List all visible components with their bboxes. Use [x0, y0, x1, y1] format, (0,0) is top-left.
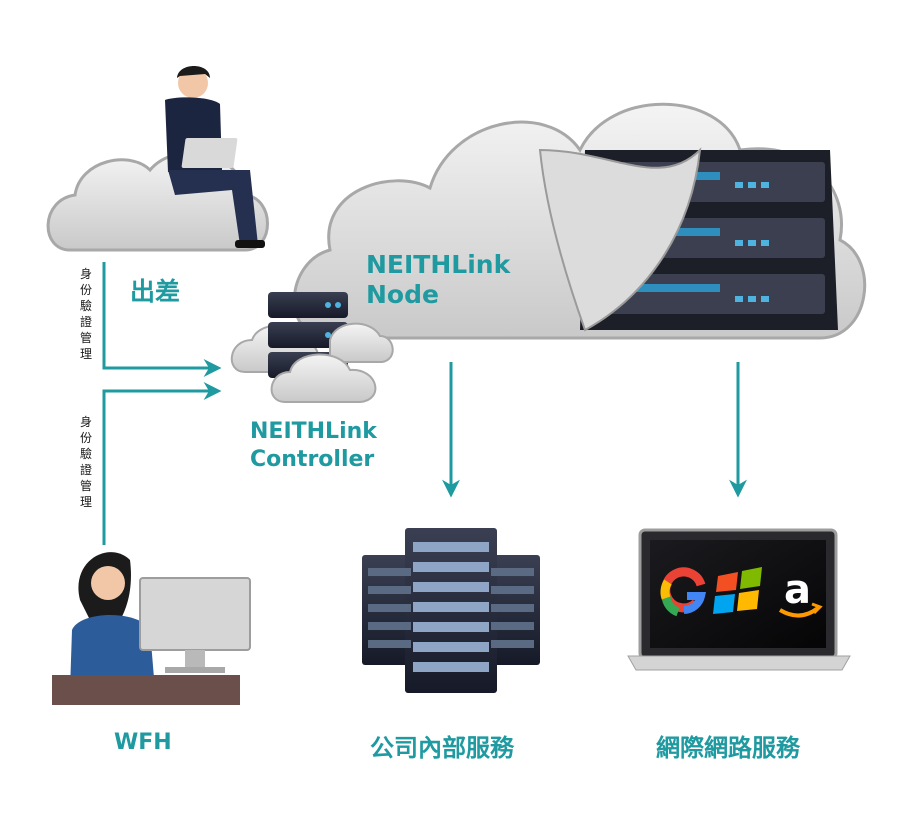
google-logo: [660, 567, 707, 617]
wfh-person: [70, 552, 155, 690]
wfh-to-controller-connector: [102, 382, 222, 545]
cloud-node-label-line1: NEITHLink: [366, 250, 511, 279]
controller-label-line1: NEITHLink: [250, 419, 377, 444]
cloud-node-label: NEITHLink Node: [366, 250, 510, 310]
cloud-node-graphic: [292, 102, 867, 340]
wfh-graphic: [52, 552, 251, 705]
internal-services-label: 公司內部服務: [370, 734, 514, 762]
trip-auth-edge-label: 身份驗證管理: [79, 267, 92, 361]
traveler-person: [165, 66, 265, 248]
svg-text:a: a: [784, 567, 811, 613]
business-trip-label: 出差: [130, 277, 181, 306]
desktop-monitor: [139, 577, 251, 673]
amazon-logo: a: [778, 567, 823, 618]
wfh-label: WFH: [114, 730, 172, 755]
cloud-node-label-line2: Node: [366, 280, 439, 309]
windows-logo: [713, 567, 762, 614]
internal-servers-graphic: [362, 528, 540, 693]
internet-services-label: 網際網路服務: [656, 734, 800, 762]
connectors: [102, 262, 747, 545]
business-trip-graphic: [46, 66, 269, 252]
controller-label-line2: Controller: [250, 447, 375, 472]
trip-to-controller-connector: [102, 262, 222, 377]
desk: [52, 675, 240, 705]
controller-label: NEITHLink Controller: [250, 418, 377, 474]
controller-graphic: [230, 292, 394, 403]
wfh-auth-edge-label: 身份驗證管理: [79, 415, 92, 509]
internet-laptop-graphic: a: [627, 528, 851, 671]
